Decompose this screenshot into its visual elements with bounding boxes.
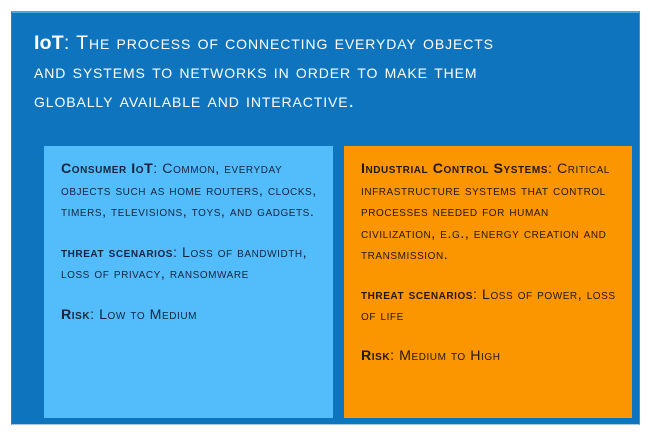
- header-line-1: IoT: The process of connecting everyday …: [34, 29, 620, 58]
- ics-definition-separator: :: [547, 161, 557, 177]
- consumer-definition-block: Consumer IoT: Common, everyday objects s…: [61, 159, 319, 224]
- ics-threat-separator: :: [473, 286, 482, 303]
- consumer-definition-term: Consumer IoT: [61, 161, 154, 177]
- consumer-definition-body: Common, everyday objects such as home ro…: [61, 161, 317, 220]
- header-line-3-text: globally available and interactive.: [34, 90, 355, 112]
- ics-definition-body: Critical infrastructure systems that con…: [361, 161, 610, 263]
- header-lead-term: IoT: [34, 32, 64, 54]
- ics-risk-separator: :: [390, 347, 400, 364]
- ics-definition-block: Industrial Control Systems: Critical inf…: [361, 159, 618, 267]
- consumer-threat-block: threat scenarios: Loss of bandwidth, los…: [61, 243, 319, 286]
- header-line-2: and systems to networks in order to make…: [34, 58, 620, 87]
- header-line-2-text: and systems to networks in order to make…: [34, 61, 478, 83]
- consumer-definition-separator: :: [153, 161, 163, 177]
- slide-canvas: IoT: The process of connecting everyday …: [11, 11, 640, 425]
- ics-threat-block: threat scenarios: Loss of power, loss of…: [361, 285, 618, 328]
- header-line-3: globally available and interactive.: [34, 87, 620, 116]
- consumer-threat-separator: :: [173, 244, 182, 261]
- consumer-risk-block: Risk: Low to Medium: [61, 305, 319, 327]
- ics-threat-term: threat scenarios: [361, 286, 474, 303]
- consumer-risk-separator: :: [90, 306, 100, 323]
- consumer-risk-term: Risk: [61, 306, 91, 323]
- header-line-1-text: The process of connecting everyday objec…: [76, 32, 494, 54]
- consumer-threat-term: threat scenarios: [61, 244, 174, 261]
- ics-threat-body: Loss of power, loss of life: [361, 286, 616, 325]
- ics-risk-body: Medium to High: [399, 347, 501, 364]
- consumer-risk-body: Low to Medium: [99, 306, 197, 323]
- ics-risk-term: Risk: [361, 347, 391, 364]
- header-definition: IoT: The process of connecting everyday …: [34, 29, 620, 116]
- header-lead-separator: :: [63, 32, 77, 54]
- panel-industrial-control-systems: Industrial Control Systems: Critical inf…: [344, 146, 632, 418]
- panel-consumer-iot: Consumer IoT: Common, everyday objects s…: [44, 146, 333, 418]
- ics-definition-term: Industrial Control Systems: [361, 161, 548, 177]
- consumer-threat-body: Loss of bandwidth, loss of privacy, rans…: [61, 244, 308, 283]
- ics-risk-block: Risk: Medium to High: [361, 346, 618, 368]
